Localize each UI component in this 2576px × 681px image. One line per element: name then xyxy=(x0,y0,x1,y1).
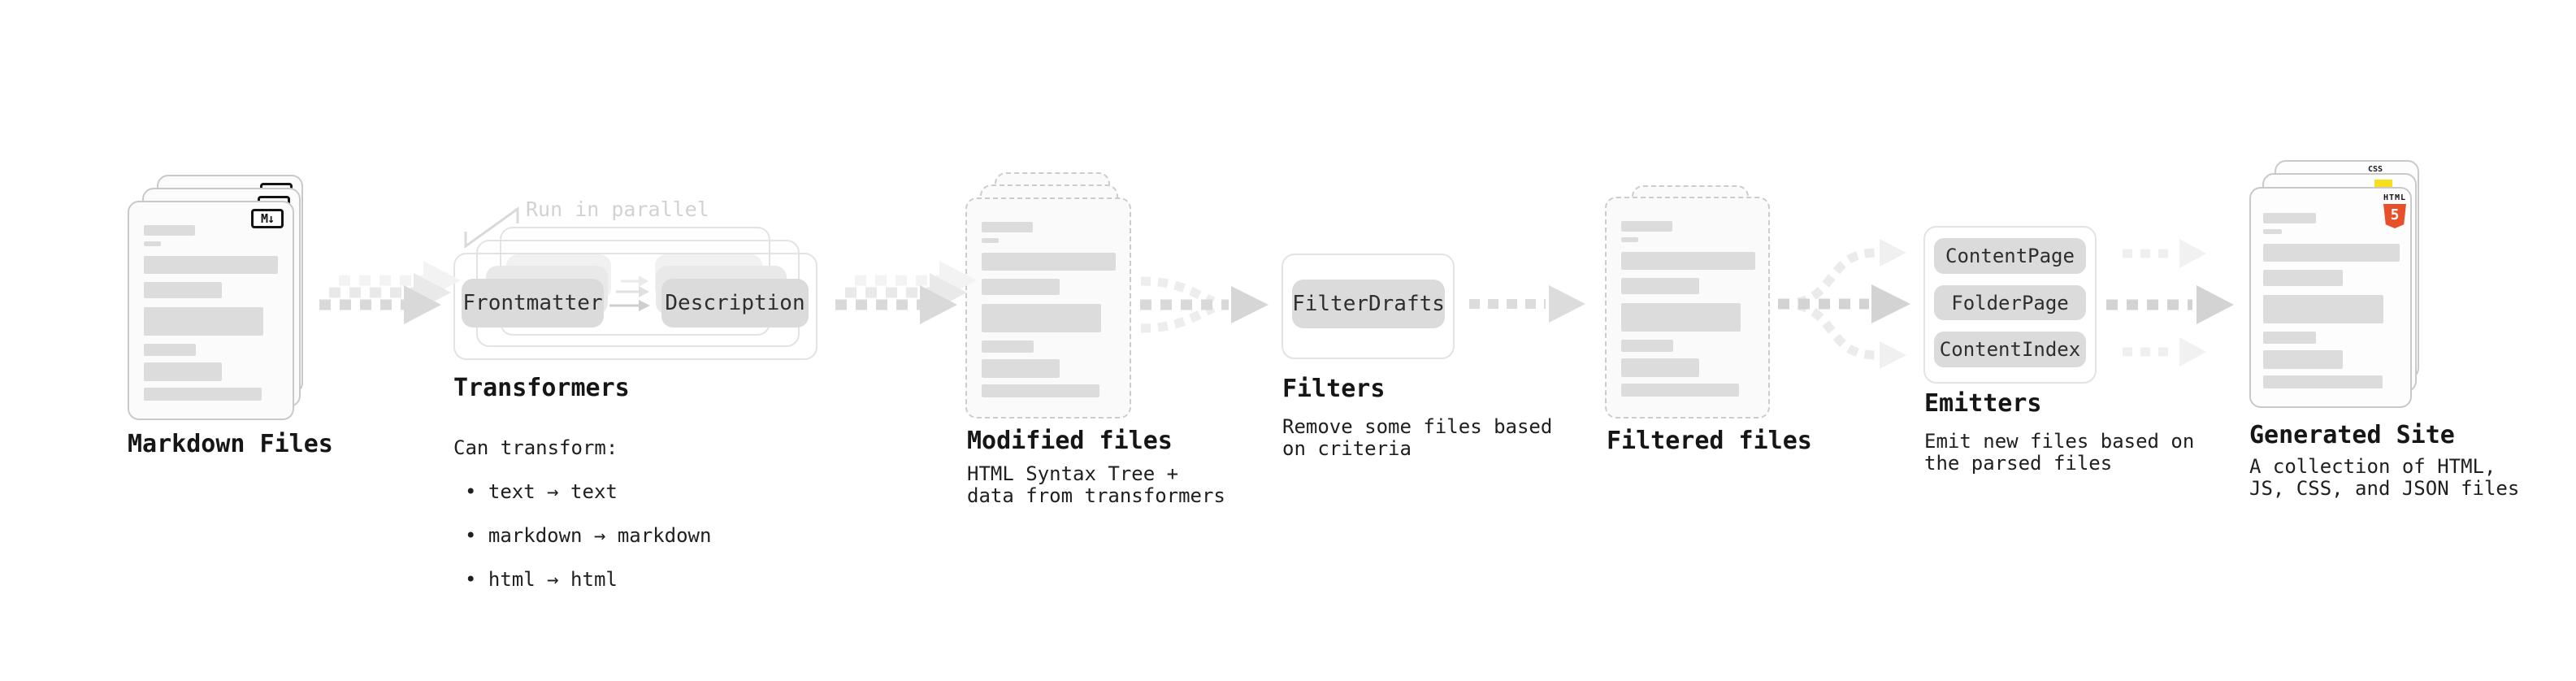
transformers-bullet: • markdown → markdown xyxy=(465,524,712,547)
modified-files-description: HTML Syntax Tree + data from transformer… xyxy=(967,462,1225,507)
skeleton-bar xyxy=(1621,358,1699,377)
filters-container xyxy=(1281,254,1455,359)
stage-label-modified-files: Modified files xyxy=(967,427,1173,455)
transformers-bullet: • html → html xyxy=(465,568,618,591)
filtered-file-card-front xyxy=(1605,197,1770,419)
html5-icon-caption: HTML xyxy=(2383,193,2407,202)
skeleton-bar xyxy=(144,307,263,336)
generated-file-card-front: HTML 5 xyxy=(2249,187,2412,408)
skeleton-bar xyxy=(2263,270,2343,286)
skeleton-bar xyxy=(1621,303,1741,332)
run-in-parallel-note: Run in parallel xyxy=(526,197,709,221)
filter-node-label: FilterDrafts xyxy=(1292,292,1445,316)
transformer-node-label: Frontmatter xyxy=(462,291,603,315)
skeleton-bar xyxy=(2263,332,2316,344)
skeleton-bar xyxy=(1621,340,1673,352)
emitters-description: Emit new files based on the parsed files xyxy=(1924,430,2195,475)
transformer-node-frontmatter: Frontmatter xyxy=(462,279,604,327)
doc-content-skeleton xyxy=(1621,221,1755,397)
skeleton-bar xyxy=(2263,229,2282,234)
arrow-modified-to-filters xyxy=(1140,276,1268,333)
transformers-desc-title: Can transform: xyxy=(453,436,618,459)
skeleton-bar xyxy=(982,279,1060,295)
stage-label-markdown-files: Markdown Files xyxy=(128,430,333,458)
emitter-node-contentpage: ContentPage xyxy=(1934,238,2086,274)
skeleton-bar xyxy=(144,362,222,381)
skeleton-bar xyxy=(144,241,161,246)
skeleton-bar xyxy=(2263,213,2316,223)
skeleton-bar xyxy=(982,253,1116,271)
filter-node-filterdrafts: FilterDrafts xyxy=(1292,280,1445,328)
transformer-node-description: Description xyxy=(661,279,809,327)
stage-label-generated-site: Generated Site xyxy=(2249,421,2455,449)
skeleton-bar xyxy=(1621,278,1699,294)
modified-file-card-front xyxy=(965,197,1131,419)
emitter-node-label: ContentPage xyxy=(1945,245,2075,267)
skeleton-bar xyxy=(982,384,1099,397)
skeleton-bar xyxy=(982,359,1060,378)
arrow-emitters-to-generated xyxy=(2106,239,2234,367)
transformer-node-label: Description xyxy=(665,291,805,315)
stage-label-transformers: Transformers xyxy=(453,374,630,402)
transformers-description: Can transform: • text → text • markdown … xyxy=(453,415,711,613)
stage-label-filtered-files: Filtered files xyxy=(1607,427,1812,455)
skeleton-bar xyxy=(144,388,262,401)
transformers-bullet: • text → text xyxy=(465,480,618,503)
html5-icon-shield: 5 xyxy=(2383,204,2406,228)
skeleton-bar xyxy=(1621,384,1739,397)
skeleton-bar xyxy=(2263,375,2383,388)
emitters-container xyxy=(1923,226,2097,384)
markdown-file-card-front: M↓ xyxy=(128,201,294,420)
arrow-transformers-to-modified xyxy=(835,261,977,324)
skeleton-bar xyxy=(1621,252,1755,270)
skeleton-bar xyxy=(144,256,278,274)
skeleton-bar xyxy=(982,238,999,243)
skeleton-bar xyxy=(2263,350,2343,369)
doc-content-skeleton xyxy=(982,222,1116,397)
skeleton-bar xyxy=(144,225,195,236)
generated-site-description: A collection of HTML, JS, CSS, and JSON … xyxy=(2249,455,2520,500)
skeleton-bar xyxy=(144,344,196,356)
emitter-node-label: FolderPage xyxy=(1951,291,2069,314)
skeleton-bar xyxy=(144,282,222,298)
doc-content-skeleton xyxy=(2263,213,2400,388)
transformer-instance-front xyxy=(453,253,817,360)
emitter-node-contentindex: ContentIndex xyxy=(1934,332,2086,367)
skeleton-bar xyxy=(1621,237,1638,242)
arrow-filters-to-filtered xyxy=(1469,285,1585,323)
doc-content-skeleton xyxy=(144,225,278,401)
html5-icon: HTML 5 xyxy=(2381,194,2409,228)
markdown-icon: M↓ xyxy=(251,209,284,228)
filters-description: Remove some files based on criteria xyxy=(1282,415,1553,460)
html5-icon-number: 5 xyxy=(2390,206,2400,223)
skeleton-bar xyxy=(2263,244,2400,262)
stage-label-filters: Filters xyxy=(1282,375,1386,403)
arrow-filtered-to-emitters xyxy=(1778,239,1910,369)
skeleton-bar xyxy=(982,340,1034,353)
skeleton-bar xyxy=(2263,295,2383,323)
emitter-node-folderpage: FolderPage xyxy=(1934,285,2086,320)
skeleton-bar xyxy=(982,304,1101,332)
arrow-markdown-to-transformers xyxy=(319,261,461,324)
skeleton-bar xyxy=(1621,221,1672,232)
skeleton-bar xyxy=(982,222,1033,232)
stage-label-emitters: Emitters xyxy=(1924,389,2042,418)
emitter-node-label: ContentIndex xyxy=(1939,338,2081,361)
